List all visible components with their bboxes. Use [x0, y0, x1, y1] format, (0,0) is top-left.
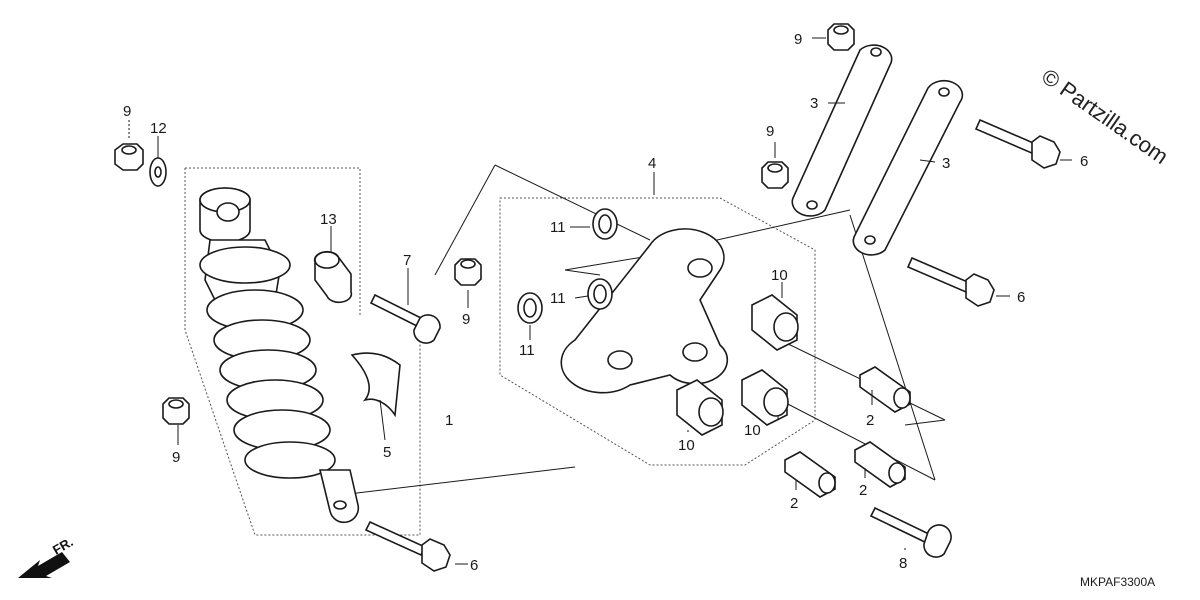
- callout-9-right-middle: 9: [766, 123, 774, 140]
- bolt-8: [869, 506, 952, 558]
- callout-2-lower-left: 2: [790, 495, 798, 512]
- front-arrow-icon: [18, 552, 70, 578]
- callout-7: 7: [403, 252, 411, 269]
- bolts-6-right: [906, 118, 1061, 307]
- shock-assembly-boundary: [184, 167, 421, 536]
- connecting-rods-3: [791, 44, 964, 256]
- label-plate-5: [350, 352, 401, 418]
- callout-9-center-left: 9: [462, 311, 470, 328]
- guide-lines: [339, 164, 946, 496]
- seals-11: [517, 208, 618, 324]
- callout-11-middle: 11: [550, 290, 566, 307]
- callout-2-upper: 2: [866, 412, 874, 429]
- nuts-9-right: [761, 23, 855, 189]
- front-direction-marker: FR.: [18, 534, 76, 578]
- callout-10-top: 10: [771, 267, 788, 284]
- callout-9-lower-left: 9: [172, 449, 180, 466]
- front-label: FR.: [50, 534, 76, 557]
- callout-2-lower-right: 2: [859, 482, 867, 499]
- callout-8: 8: [899, 555, 907, 572]
- leader-lines: [128, 37, 1072, 565]
- nut-9-center-left: [454, 258, 482, 286]
- bolt-6-bottom: [364, 520, 451, 572]
- callout-11-top: 11: [550, 219, 566, 236]
- callout-6-bottom: 6: [470, 557, 478, 574]
- callout-6-top-right: 6: [1080, 153, 1088, 170]
- collars-2: [784, 366, 911, 498]
- callout-11-bottom: 11: [519, 342, 535, 359]
- callout-3-right: 3: [942, 155, 950, 172]
- callout-1: 1: [445, 412, 453, 429]
- nut-9-lower-left: [162, 397, 190, 425]
- washer-12: [149, 157, 167, 187]
- callout-3-left: 3: [810, 95, 818, 112]
- callout-9-top-right: 9: [794, 31, 802, 48]
- collar-13: [313, 250, 353, 304]
- bearings-10: [676, 294, 799, 436]
- diagram-code: MKPAF3300A: [1080, 575, 1155, 589]
- callout-6-middle-right: 6: [1017, 289, 1025, 306]
- shock-absorber: [199, 187, 360, 524]
- callout-10-lower-left: 10: [678, 437, 695, 454]
- callout-9-top-left: 9: [123, 103, 131, 120]
- callout-13: 13: [320, 211, 337, 228]
- cushion-arm-4: [560, 228, 729, 394]
- bolt-7: [369, 293, 441, 344]
- callout-5: 5: [383, 444, 391, 461]
- nut-9-top-left: [114, 143, 144, 171]
- callout-12: 12: [150, 120, 167, 137]
- callout-10-lower-right: 10: [744, 422, 761, 439]
- callout-4: 4: [648, 155, 656, 172]
